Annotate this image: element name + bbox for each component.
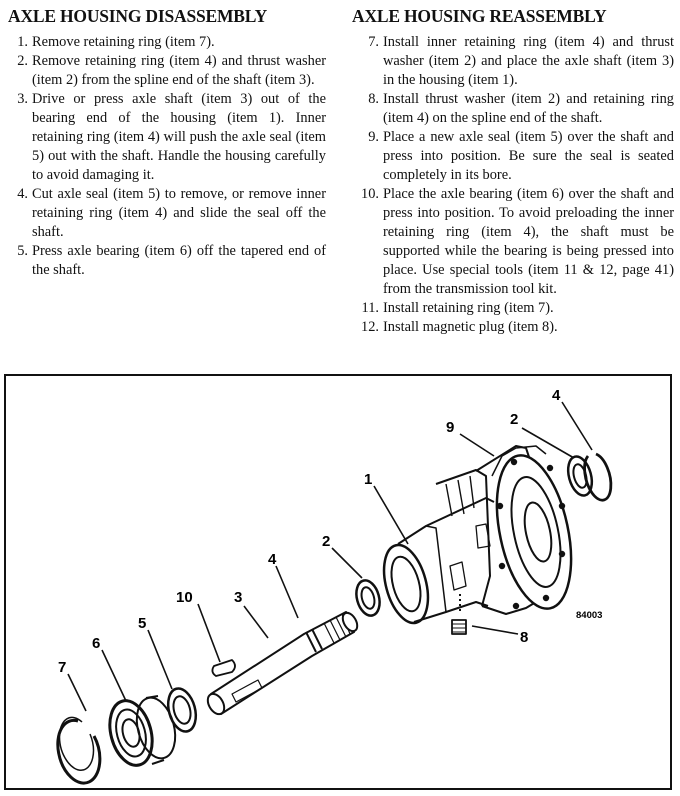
step-text: Install thrust washer (item 2) and retai… bbox=[383, 91, 674, 126]
axle-shaft-3 bbox=[206, 611, 359, 716]
axle-housing-illustration: 7 6 5 10 3 4 2 1 9 2 4 8 84003 bbox=[56, 387, 613, 785]
figure-number: 84003 bbox=[576, 610, 602, 621]
callout-1: 1 bbox=[364, 471, 372, 488]
magnetic-plug-8 bbox=[451, 594, 467, 635]
step-number: 8. bbox=[368, 91, 379, 107]
callout-9: 9 bbox=[446, 419, 454, 436]
disassembly-step: 4.Cut axle seal (item 5) to remove, or r… bbox=[8, 185, 326, 242]
retaining-ring-7 bbox=[56, 716, 102, 785]
callout-10: 10 bbox=[176, 589, 193, 606]
callout-3: 3 bbox=[234, 589, 242, 606]
disassembly-step: 1.Remove retaining ring (item 7). bbox=[8, 33, 326, 52]
disassembly-section: AXLE HOUSING DISASSEMBLY 1.Remove retain… bbox=[8, 6, 326, 280]
leader-lines bbox=[67, 401, 593, 712]
disassembly-steps: 1.Remove retaining ring (item 7).2.Remov… bbox=[8, 33, 326, 280]
axle-bearing-6 bbox=[108, 695, 177, 767]
step-number: 7. bbox=[368, 34, 379, 50]
reassembly-title: AXLE HOUSING REASSEMBLY bbox=[352, 6, 607, 26]
step-number: 10. bbox=[361, 186, 379, 202]
reassembly-step: 8.Install thrust washer (item 2) and ret… bbox=[352, 90, 674, 128]
callout-6: 6 bbox=[92, 635, 100, 652]
retaining-ring-4-right bbox=[583, 452, 613, 502]
step-number: 11. bbox=[361, 300, 379, 316]
thrust-washer-2-left bbox=[355, 579, 381, 617]
step-text: Install inner retaining ring (item 4) an… bbox=[383, 34, 674, 88]
reassembly-step: 7.Install inner retaining ring (item 4) … bbox=[352, 33, 674, 90]
housing-flange-9 bbox=[495, 454, 573, 610]
step-text: Place a new axle seal (item 5) over the … bbox=[383, 129, 674, 183]
step-text: Install magnetic plug (item 8). bbox=[383, 319, 558, 335]
step-text: Remove retaining ring (item 4) and thrus… bbox=[32, 53, 326, 88]
reassembly-section: AXLE HOUSING REASSEMBLY 7.Install inner … bbox=[352, 6, 674, 337]
callout-2-right: 2 bbox=[510, 411, 518, 428]
callout-8: 8 bbox=[520, 629, 528, 646]
step-number: 2. bbox=[17, 53, 28, 69]
step-number: 5. bbox=[17, 243, 28, 259]
axle-housing-1 bbox=[382, 445, 555, 625]
step-text: Remove retaining ring (item 7). bbox=[32, 34, 215, 50]
reassembly-step: 12.Install magnetic plug (item 8). bbox=[352, 318, 674, 337]
step-text: Install retaining ring (item 7). bbox=[383, 300, 554, 316]
callout-2-left: 2 bbox=[322, 533, 330, 550]
step-text: Press axle bearing (item 6) off the tape… bbox=[32, 243, 326, 278]
axle-seal-5 bbox=[166, 687, 198, 733]
step-number: 4. bbox=[17, 186, 28, 202]
callout-7: 7 bbox=[58, 659, 66, 676]
disassembly-step: 3.Drive or press axle shaft (item 3) out… bbox=[8, 90, 326, 185]
step-text: Cut axle seal (item 5) to remove, or rem… bbox=[32, 186, 326, 240]
step-number: 1. bbox=[17, 34, 28, 50]
step-number: 3. bbox=[17, 91, 28, 107]
step-number: 12. bbox=[361, 319, 379, 335]
disassembly-step: 5.Press axle bearing (item 6) off the ta… bbox=[8, 242, 326, 280]
key-10 bbox=[211, 659, 236, 677]
reassembly-steps: 7.Install inner retaining ring (item 4) … bbox=[352, 33, 674, 337]
disassembly-title: AXLE HOUSING DISASSEMBLY bbox=[8, 6, 268, 26]
callout-4-right: 4 bbox=[552, 387, 561, 404]
step-text: Drive or press axle shaft (item 3) out o… bbox=[32, 91, 326, 183]
reassembly-step: 10.Place the axle bearing (item 6) over … bbox=[352, 185, 674, 299]
disassembly-step: 2.Remove retaining ring (item 4) and thr… bbox=[8, 52, 326, 90]
step-text: Place the axle bearing (item 6) over the… bbox=[383, 186, 674, 297]
reassembly-step: 11.Install retaining ring (item 7). bbox=[352, 299, 674, 318]
step-number: 9. bbox=[368, 129, 379, 145]
exploded-view-figure: 7 6 5 10 3 4 2 1 9 2 4 8 84003 bbox=[4, 374, 672, 790]
callout-4-left: 4 bbox=[268, 551, 277, 568]
callout-5: 5 bbox=[138, 615, 146, 632]
reassembly-step: 9.Place a new axle seal (item 5) over th… bbox=[352, 128, 674, 185]
